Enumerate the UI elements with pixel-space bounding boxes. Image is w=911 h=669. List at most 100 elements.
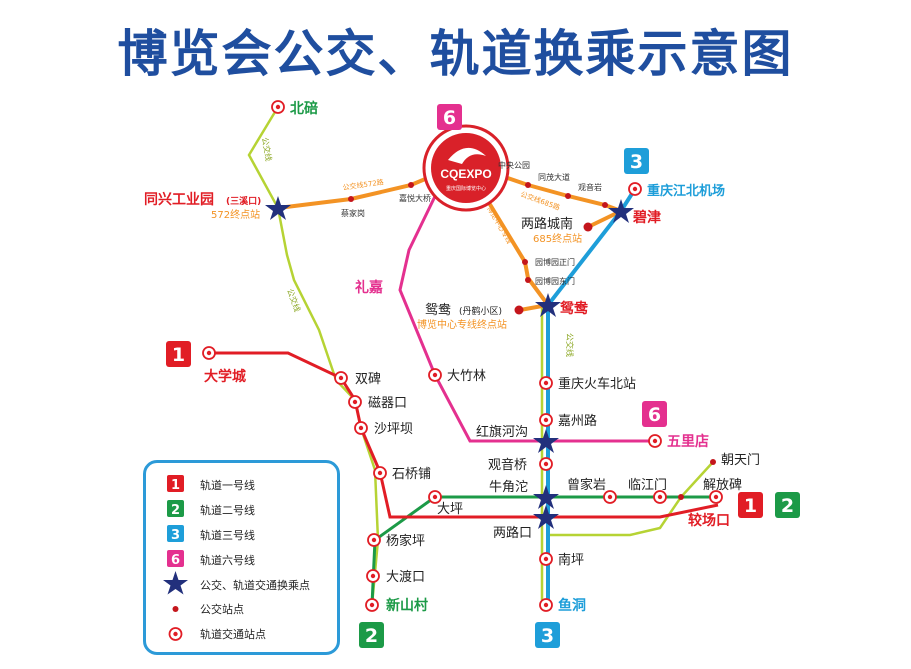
label-beibei: 北碚 — [290, 100, 318, 117]
transfer-star-lianglukou[interactable] — [533, 505, 559, 529]
label-daduko: 大渡口 — [386, 569, 425, 585]
label-wulidian: 五里店 — [667, 433, 709, 450]
bus-stop-tongmaodadao[interactable] — [565, 193, 571, 199]
label-guanyinqiao: 观音桥 — [488, 457, 527, 473]
expo-logo[interactable]: CQEXPO 重庆国际博览中心 — [422, 124, 510, 212]
label-zhongyanggongyuan: 中央公园 — [498, 160, 530, 170]
bus-stop-lianglu-chengnan[interactable] — [583, 222, 593, 232]
legend-dot-icon — [172, 606, 179, 612]
transfer-star-tongxing[interactable] — [265, 196, 291, 220]
label-daxuecheng: 大学城 — [204, 368, 246, 385]
legend-label-rail-station: 轨道交通站点 — [200, 627, 266, 641]
transfer-star-hongqihegou[interactable] — [533, 429, 559, 453]
station-ring-dazhulin[interactable] — [428, 368, 442, 382]
station-ring-nanping[interactable] — [539, 552, 553, 566]
legend-item-rail-station: 轨道交通站点 — [168, 627, 266, 641]
label-chaotianmen: 朝天门 — [721, 453, 760, 468]
station-ring-chongqing-north[interactable] — [539, 376, 553, 390]
label-xinshancun: 新山村 — [386, 597, 428, 614]
svg-text:1: 1 — [744, 495, 757, 517]
bus-green-label-a: 公交线 — [260, 137, 274, 162]
label-shuangbei: 双碑 — [355, 371, 381, 387]
label-airport: 重庆江北机场 — [647, 183, 725, 199]
bus-route-beibei — [247, 106, 380, 606]
bus-stop-yuanboyuan-dong[interactable] — [525, 277, 531, 283]
station-ring-yudong[interactable] — [539, 598, 553, 612]
svg-text:6: 6 — [648, 404, 661, 426]
badge-line3-top: 3 — [624, 148, 649, 174]
svg-text:3: 3 — [171, 528, 180, 543]
station-ring-zengjiayan[interactable] — [603, 490, 617, 504]
bus-stop-jiefangbei[interactable] — [678, 494, 684, 500]
label-jiayuedaqiao: 嘉悦大桥 — [399, 193, 431, 203]
station-ring-yangjiaping[interactable] — [367, 533, 381, 547]
label-lianglukou: 两路口 — [493, 525, 532, 541]
badge-line1-east: 1 — [738, 492, 763, 518]
bus-stop-guanyinyan[interactable] — [602, 202, 608, 208]
label-tongmaodadao: 同茂大道 — [538, 172, 570, 182]
legend-label-bus-stop: 公交站点 — [200, 602, 244, 616]
badge-line3-south: 3 — [535, 622, 560, 648]
transfer-star-yuanyang[interactable] — [535, 293, 561, 317]
station-ring-shiqiaopu[interactable] — [373, 466, 387, 480]
label-lianglu-chengnan: 两路城南 — [521, 216, 573, 232]
legend-label-line1: 轨道一号线 — [200, 478, 255, 492]
label-lijia: 礼嘉 — [355, 279, 383, 296]
svg-text:2: 2 — [365, 625, 378, 647]
label-caijiagang: 蔡家岗 — [341, 208, 365, 218]
label-nanping: 南坪 — [558, 552, 584, 568]
transfer-star-niujiaotuo[interactable] — [533, 485, 559, 509]
station-ring-wulidian[interactable] — [648, 434, 662, 448]
badge-line2-south: 2 — [359, 622, 384, 648]
line1-track — [209, 351, 719, 519]
svg-text:2: 2 — [171, 503, 180, 518]
station-ring-guanyinqiao[interactable] — [539, 457, 553, 471]
expo-logo-sub: 重庆国际博览中心 — [446, 185, 486, 192]
station-ring-daduko[interactable] — [366, 569, 380, 583]
bus-stop-jiayuedaqiao[interactable] — [408, 182, 414, 188]
label-shapingba: 沙坪坝 — [374, 422, 413, 437]
station-ring-daxuecheng[interactable] — [202, 346, 216, 360]
legend-box: 1 轨道一号线 2 轨道二号线 3 轨道三号线 6 轨道六号线 公交、轨道交通换… — [143, 460, 340, 655]
label-special-terminal: 博览中心专线终点站 — [417, 318, 507, 331]
svg-text:3: 3 — [630, 151, 643, 173]
station-ring-linjiangmen[interactable] — [653, 490, 667, 504]
expo-logo-text: CQEXPO — [440, 167, 491, 181]
bus-stop-chaotianmen[interactable] — [710, 459, 716, 465]
label-jiaochangkou: 较场口 — [688, 512, 730, 529]
legend-item-transfer: 公交、轨道交通换乘点 — [163, 571, 310, 595]
bus-green-label-c: 公交线 — [565, 333, 575, 357]
station-ring-daping[interactable] — [428, 490, 442, 504]
bus-stop-yuanyang-district[interactable] — [514, 305, 524, 315]
badge-line6-top: 6 — [437, 104, 462, 130]
station-ring-beibei[interactable] — [271, 100, 285, 114]
bus-stop-yuanboyuan-zheng[interactable] — [522, 259, 528, 265]
station-ring-ciqikou[interactable] — [348, 395, 362, 409]
station-ring-xinshancun[interactable] — [365, 598, 379, 612]
line3-track — [546, 187, 637, 605]
station-ring-jiazhoulu[interactable] — [539, 413, 553, 427]
svg-text:3: 3 — [541, 625, 554, 647]
label-linjiangmen: 临江门 — [628, 478, 667, 493]
transfer-star-bijin[interactable] — [608, 199, 634, 223]
legend-item-bus-stop: 公交站点 — [172, 602, 244, 616]
label-jiefangbei: 解放碑 — [703, 477, 742, 493]
station-ring-shuangbei[interactable] — [334, 371, 348, 385]
label-yuanyang-district: 鸳鸯 — [425, 303, 451, 318]
legend-label-line6: 轨道六号线 — [200, 553, 255, 567]
station-ring-jiefangbei[interactable] — [709, 490, 723, 504]
svg-text:1: 1 — [172, 344, 185, 366]
label-yuanyang: 鸳鸯 — [560, 300, 589, 317]
station-ring-shapingba[interactable] — [354, 421, 368, 435]
bus-stop-caijiagang[interactable] — [348, 196, 354, 202]
label-tongxing: 同兴工业园 — [144, 191, 214, 208]
bus-special-label: 博览中心专线 — [485, 205, 514, 246]
bus-stop-zhongyanggongyuan[interactable] — [525, 182, 531, 188]
station-ring-airport[interactable] — [628, 182, 642, 196]
bus-route-chaotianmen — [548, 461, 714, 537]
badge-line1-west: 1 — [166, 341, 191, 367]
svg-text:2: 2 — [781, 495, 794, 517]
legend-label-transfer: 公交、轨道交通换乘点 — [200, 578, 310, 592]
bus572-label: 公交线572路 — [342, 177, 384, 192]
label-bijin: 碧津 — [632, 209, 661, 226]
